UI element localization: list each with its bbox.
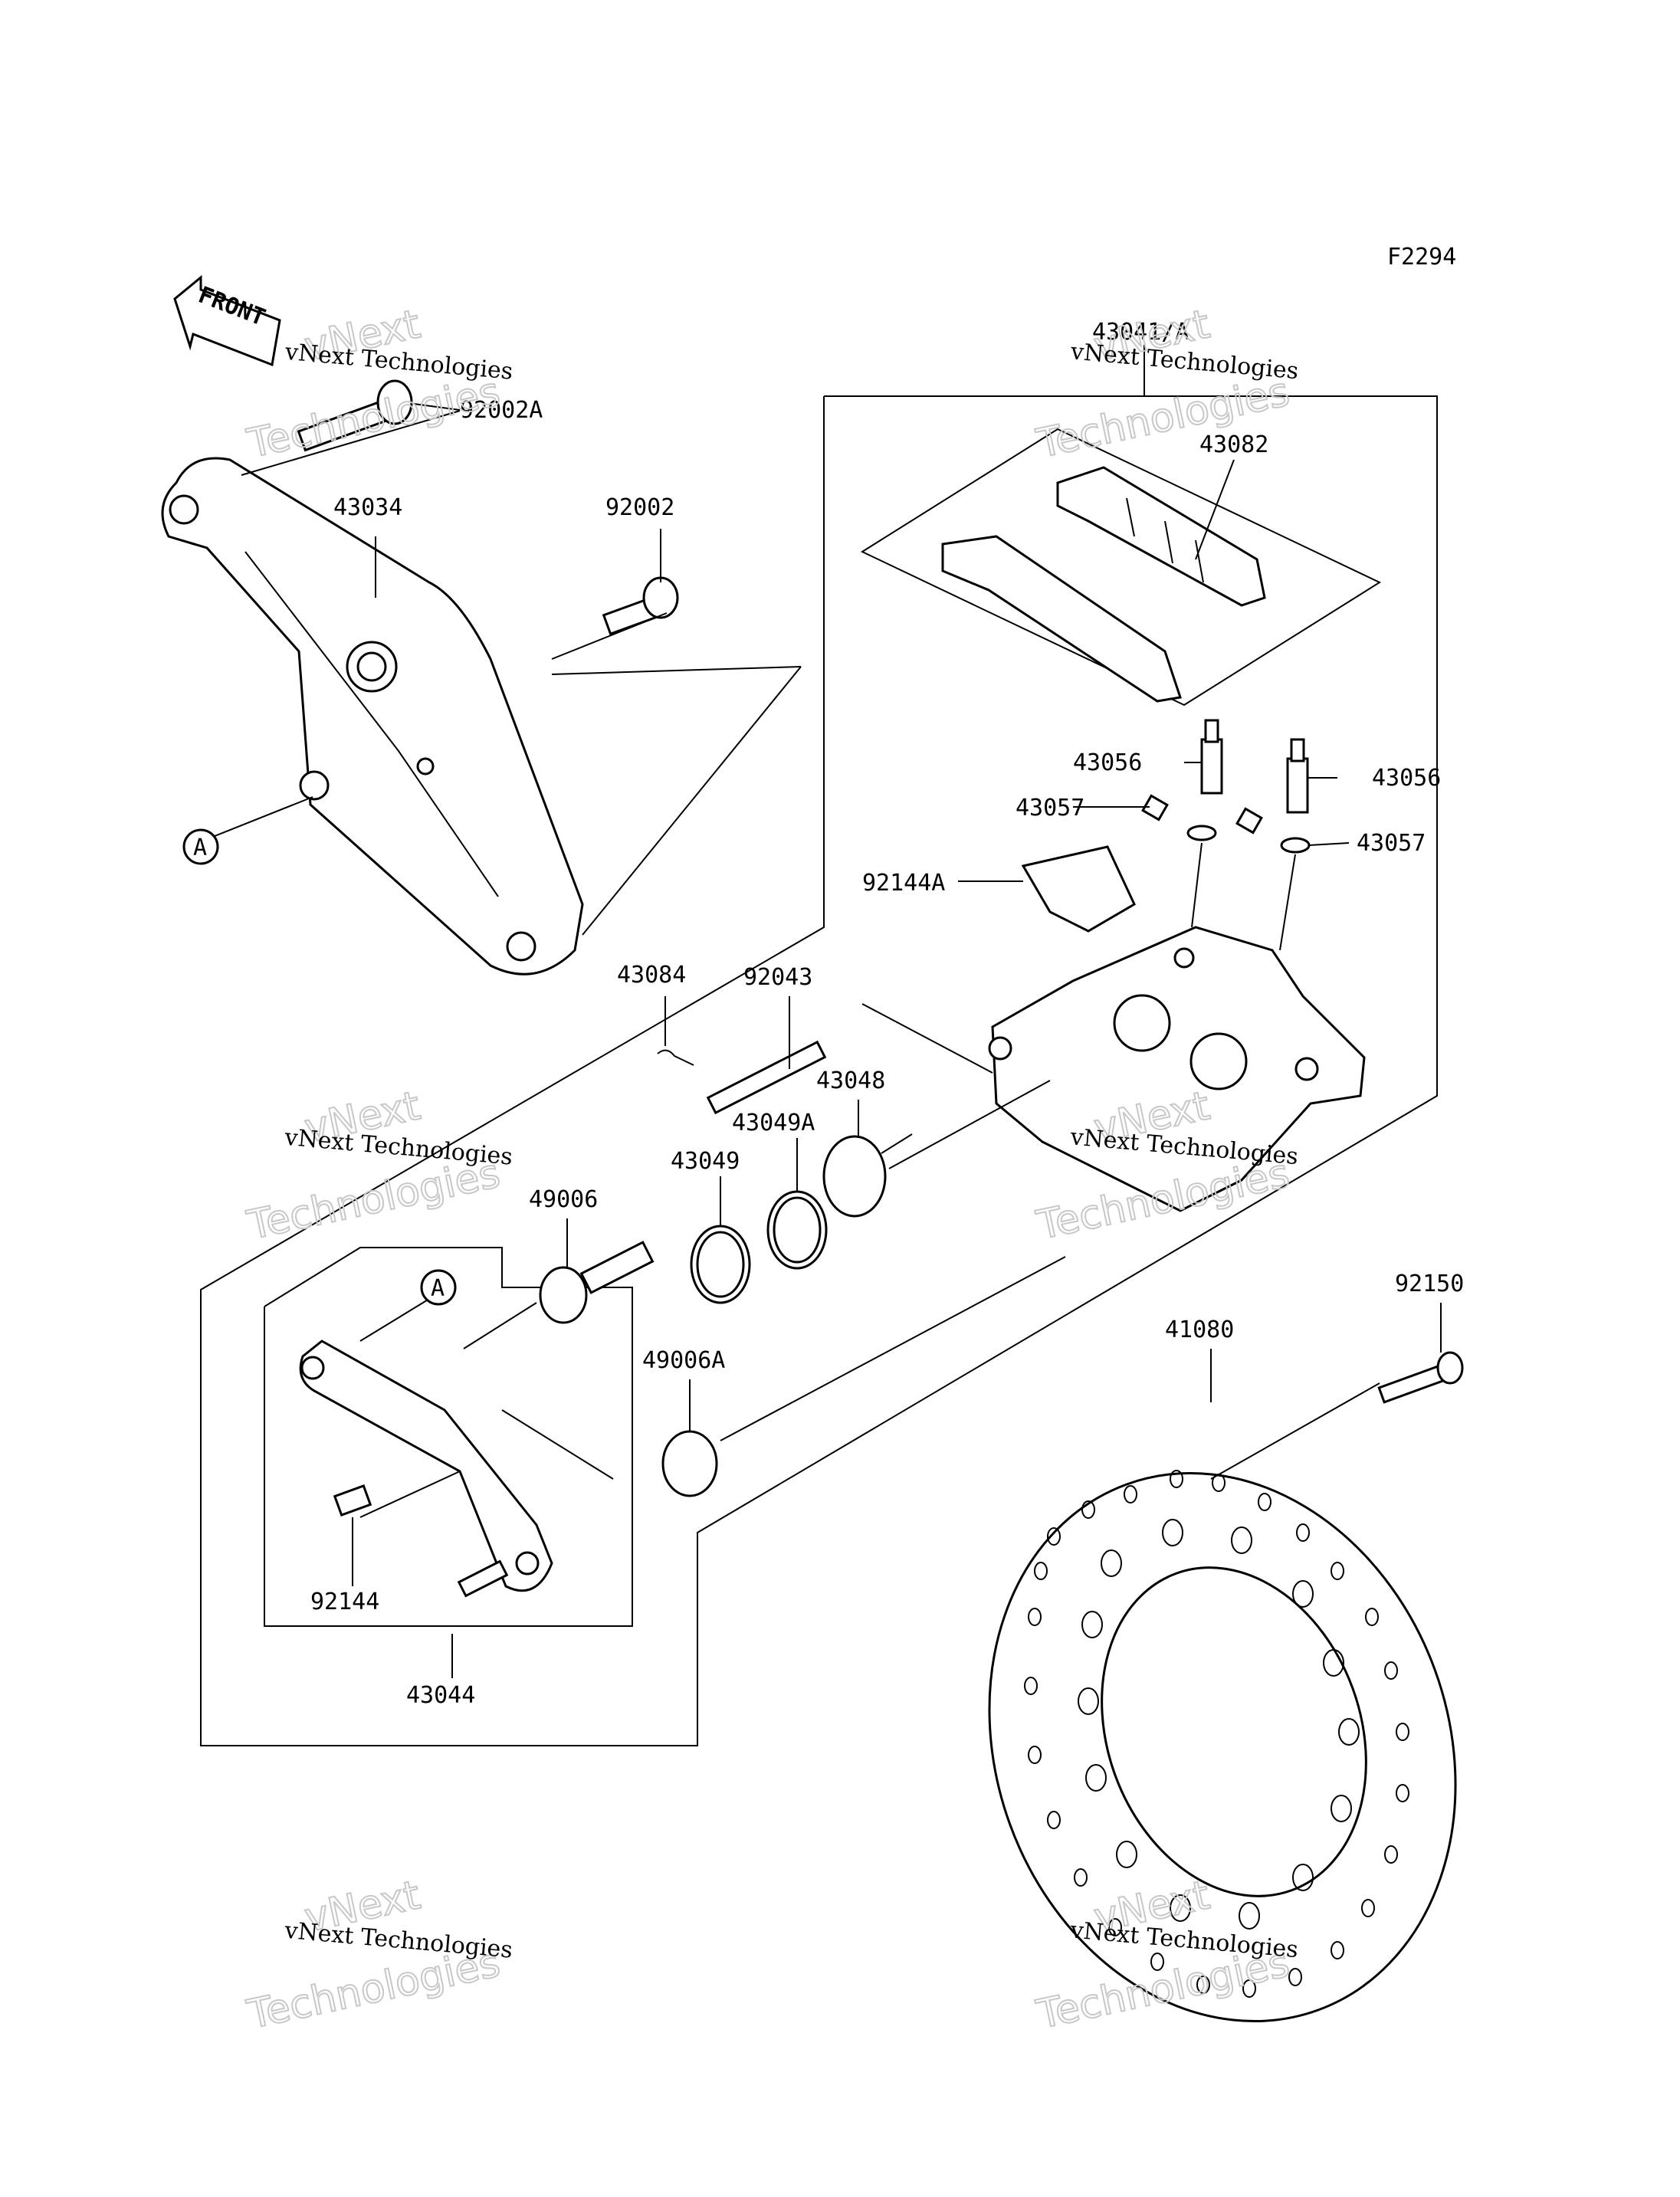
part-label-43049: 43049 (671, 1148, 740, 1175)
front-arrow-icon: FRONT (173, 274, 281, 367)
part-label-43049A: 43049A (732, 1110, 815, 1136)
part-label-92150: 92150 (1395, 1271, 1464, 1297)
cap-washer-left-part (1141, 794, 1217, 841)
part-label-43084: 43084 (617, 962, 686, 989)
part-label-43057-left: 43057 (1016, 795, 1084, 821)
part-label-43044: 43044 (406, 1682, 475, 1709)
clip-43084-part (657, 1049, 694, 1066)
brake-pads-part (941, 466, 1266, 703)
piston-43048-part (822, 1133, 913, 1218)
part-label-92002A: 92002A (460, 397, 543, 424)
part-label-43034: 43034 (333, 494, 402, 521)
bolt-92002-part (602, 576, 679, 636)
part-label-92002: 92002 (605, 494, 674, 521)
part-label-49006A: 49006A (642, 1347, 725, 1374)
pad-spring-part (1021, 845, 1136, 933)
part-label-43056-left: 43056 (1073, 749, 1142, 776)
svg-text:Technologies: Technologies (243, 369, 504, 467)
caliper-assembly-outline (200, 395, 1438, 1746)
caliper-holder-part (299, 1340, 553, 1598)
bleed-valve-left-part (1200, 719, 1223, 795)
brake-disc-part (988, 1470, 1457, 2023)
seal-43049-part (690, 1225, 751, 1304)
part-label-43056-right: 43056 (1372, 765, 1441, 792)
boot-49006-part (539, 1241, 655, 1324)
watermark-bottom-left: vNext Technologies vNext Technologies (242, 1871, 514, 2039)
part-label-92144A: 92144A (862, 870, 945, 897)
svg-text:A: A (431, 1275, 445, 1302)
svg-text:vNext Technologies: vNext Technologies (283, 1917, 514, 1964)
part-label-41080: 41080 (1165, 1317, 1234, 1343)
part-label-49006: 49006 (529, 1186, 598, 1213)
cap-washer-right-part (1235, 807, 1311, 854)
disc-bolt-part (1377, 1351, 1464, 1404)
part-label-43041: 43041/A (1092, 319, 1189, 346)
ref-marker-a-left: A (182, 828, 219, 865)
brake-pad-box (860, 428, 1382, 707)
part-label-92043: 92043 (743, 964, 812, 991)
bleed-valve-right-part (1286, 738, 1309, 814)
figure-code: F2294 (1387, 244, 1456, 271)
clip-92144-part (333, 1484, 372, 1517)
leader-lines (187, 345, 1442, 1678)
watermark-top-left: vNext Technologies vNext Technologies (242, 300, 514, 468)
part-label-43057-right: 43057 (1357, 830, 1426, 857)
seal-43049A-part (766, 1190, 828, 1270)
part-label-43048: 43048 (816, 1067, 885, 1094)
part-label-43082: 43082 (1199, 431, 1268, 458)
pin-92043-part (706, 1040, 827, 1115)
watermark-mid-left: vNext Technologies vNext Technologies (242, 1082, 514, 1250)
caliper-bracket-part (161, 457, 584, 976)
part-label-92144: 92144 (310, 1589, 379, 1615)
boot-49006A-part (661, 1430, 718, 1497)
caliper-body-part (988, 926, 1366, 1212)
bolt-92002A-part (297, 379, 413, 452)
ref-marker-a-bracket: A (420, 1269, 457, 1306)
svg-text:A: A (193, 835, 207, 861)
